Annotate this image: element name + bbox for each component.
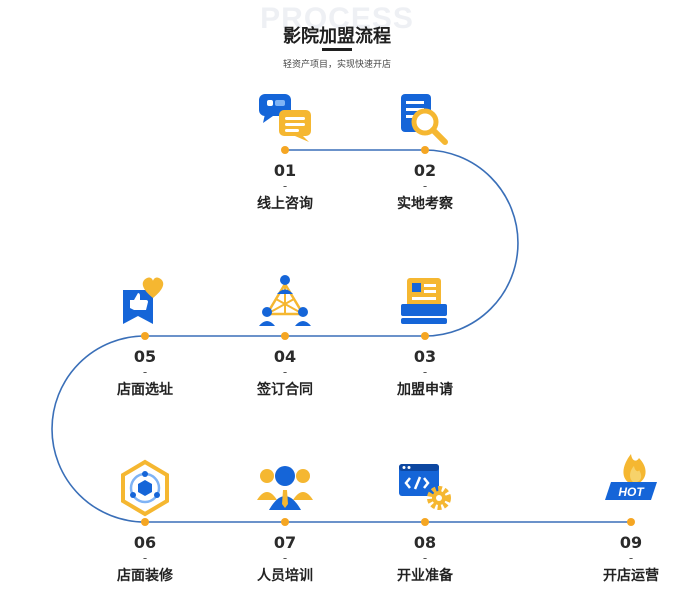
step-number: 04	[273, 347, 297, 366]
path-row2	[51, 335, 425, 523]
step-dot-02	[421, 146, 429, 154]
document-search-icon	[401, 94, 448, 145]
step-dot-09	[627, 518, 635, 526]
step-separator: -	[142, 365, 148, 379]
thumbs-up-heart-icon	[123, 277, 164, 324]
step-number: 06	[133, 533, 157, 552]
step-separator: -	[282, 551, 288, 565]
step-number: 09	[619, 533, 643, 552]
page-subtitle: 轻资产项目，实现快速开店	[282, 60, 391, 70]
staff-training-icon	[257, 466, 313, 510]
page-title: 影院加盟流程	[283, 26, 391, 47]
step-number: 03	[413, 347, 437, 366]
step-label: 签订合同	[257, 382, 313, 398]
step-number: 02	[413, 161, 437, 180]
step-05: 05- 店面选址	[90, 348, 200, 400]
hot-icon-lettering: HOT	[618, 485, 645, 499]
step-separator: -	[422, 551, 428, 565]
step-dot-06	[141, 518, 149, 526]
step-separator: -	[422, 365, 428, 379]
step-08: 08- 开业准备	[370, 534, 480, 586]
title-underline	[322, 48, 352, 51]
step-separator: -	[282, 179, 288, 193]
code-gear-icon	[399, 464, 451, 510]
application-form-icon	[401, 278, 447, 324]
step-separator: -	[142, 551, 148, 565]
step-07: 07- 人员培训	[230, 534, 340, 586]
step-dot-03	[421, 332, 429, 340]
team-network-icon	[259, 275, 311, 326]
step-label: 线上咨询	[257, 196, 313, 212]
step-09: 09- 开店运营	[576, 534, 674, 586]
path-row1	[285, 149, 519, 337]
step-06: 06- 店面装修	[90, 534, 200, 586]
step-label: 加盟申请	[397, 382, 453, 398]
step-dot-07	[281, 518, 289, 526]
step-number: 07	[273, 533, 297, 552]
step-number: 08	[413, 533, 437, 552]
step-separator: -	[628, 551, 634, 565]
step-04: 04- 签订合同	[230, 348, 340, 400]
step-dot-04	[281, 332, 289, 340]
chat-bubbles-icon	[259, 94, 311, 142]
step-dot-01	[281, 146, 289, 154]
step-dot-05	[141, 332, 149, 340]
step-label: 店面装修	[117, 568, 173, 584]
step-label: 店面选址	[117, 382, 173, 398]
step-number: 01	[273, 161, 297, 180]
step-dot-08	[421, 518, 429, 526]
step-number: 05	[133, 347, 157, 366]
step-02: 02- 实地考察	[370, 162, 480, 214]
step-separator: -	[422, 179, 428, 193]
step-label: 实地考察	[397, 196, 453, 212]
watermark-text: PROCESS	[260, 2, 414, 35]
hot-fire-icon: HOT	[605, 454, 657, 500]
step-01: 01- 线上咨询	[230, 162, 340, 214]
step-03: 03- 加盟申请	[370, 348, 480, 400]
step-separator: -	[282, 365, 288, 379]
step-label: 开业准备	[397, 568, 453, 584]
hexagon-network-icon	[121, 459, 169, 517]
step-label: 人员培训	[257, 568, 313, 584]
step-label: 开店运营	[603, 568, 659, 584]
